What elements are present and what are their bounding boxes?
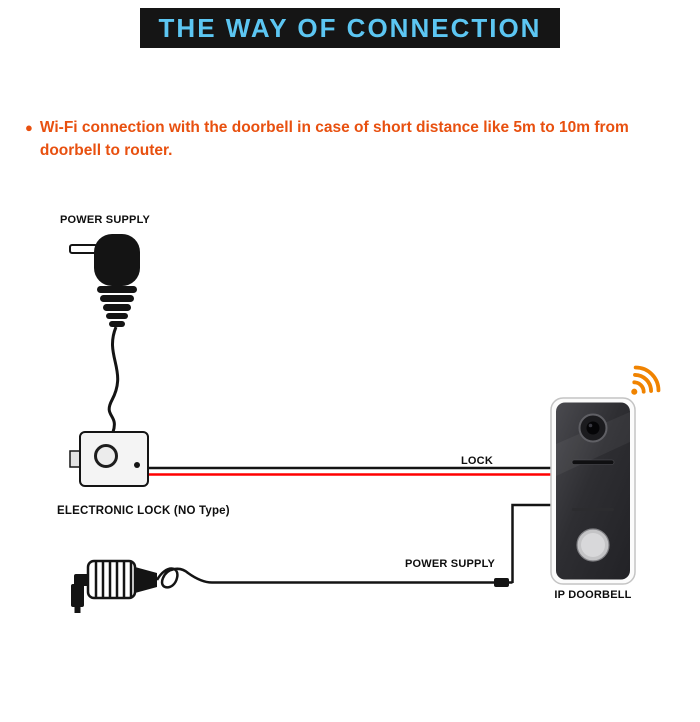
connection-diagram [69,234,661,613]
doorbell-speaker-slot [571,459,615,465]
lock-cylinder [94,444,118,468]
ip-doorbell-label: IP DOORBELL [554,589,632,601]
power-wire-riser [509,503,552,584]
header-banner: THE WAY OF CONNECTION [140,8,560,48]
power-supply-bottom-label: POWER SUPPLY [405,558,496,570]
ip-doorbell-illustration [550,397,636,585]
power-wire-connector [494,578,509,587]
electronic-lock-illustration [69,431,149,487]
power-cable-top [107,326,120,433]
power-adapter-bottom-illustration [71,559,157,613]
wifi-icon [631,365,661,395]
camera-lens [586,421,600,435]
page-title: THE WAY OF CONNECTION [158,12,542,43]
plug-pin [69,244,98,254]
doorbell-panel [556,402,630,580]
wires [148,466,553,589]
power-wire-bottom [155,567,494,589]
intro-text: Wi-Fi connection with the doorbell in ca… [39,119,629,159]
electronic-lock-label: ELECTRONIC LOCK (NO Type) [57,505,230,517]
bullet-icon: ● [25,120,33,135]
lock-screw [134,462,140,468]
adapter-strain-relief [135,567,157,593]
lock-wire-label: LOCK [461,455,493,467]
plug-body [94,234,140,286]
barrel-jack [71,584,84,607]
intro-note: ● Wi-Fi connection with the doorbell in … [25,116,675,162]
power-plug-top-illustration [69,234,140,433]
power-supply-top-label: POWER SUPPLY [60,214,151,226]
